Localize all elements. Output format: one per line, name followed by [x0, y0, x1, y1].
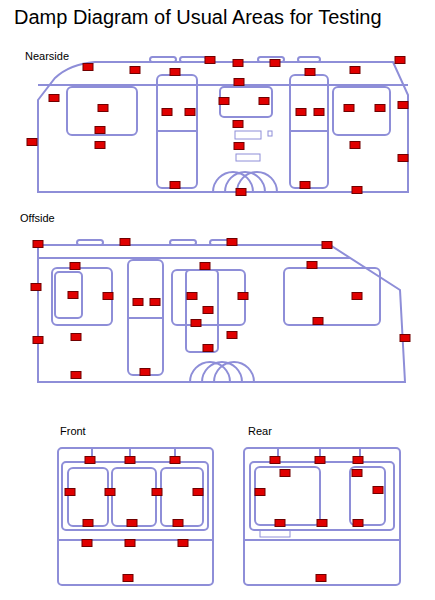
test-point: [127, 520, 137, 527]
test-point: [170, 182, 180, 189]
test-point: [152, 489, 162, 496]
test-point: [27, 139, 37, 146]
test-point: [95, 127, 105, 134]
offside-body: [38, 245, 405, 382]
test-point: [322, 242, 332, 249]
test-point: [398, 155, 408, 162]
test-point: [49, 95, 59, 102]
view-label: Rear: [248, 425, 272, 437]
test-point: [373, 487, 383, 494]
test-point: [191, 320, 201, 327]
test-point: [85, 457, 95, 464]
test-point: [353, 457, 363, 464]
test-point: [130, 67, 140, 74]
test-point: [259, 98, 269, 105]
front-body: [58, 448, 213, 585]
test-point: [234, 79, 244, 86]
test-point: [83, 64, 93, 71]
test-point: [103, 293, 113, 300]
nearside-body: [38, 62, 408, 192]
test-point: [170, 457, 180, 464]
test-point: [238, 293, 248, 300]
test-point: [200, 263, 210, 270]
test-point: [350, 67, 360, 74]
test-point: [314, 109, 324, 116]
diagram-title: Damp Diagram of Usual Areas for Testing: [14, 6, 382, 29]
test-point: [300, 182, 310, 189]
test-point: [173, 520, 183, 527]
test-point: [71, 334, 81, 341]
test-point: [133, 299, 143, 306]
test-point: [270, 457, 280, 464]
test-point: [150, 299, 160, 306]
test-point: [83, 520, 93, 527]
test-point: [193, 489, 203, 496]
test-point: [352, 293, 362, 300]
test-point: [400, 335, 410, 342]
test-point: [187, 293, 197, 300]
test-point: [98, 105, 108, 112]
test-point: [31, 284, 41, 291]
test-point: [317, 520, 327, 527]
test-point: [344, 105, 354, 112]
test-point: [33, 241, 43, 248]
test-point: [178, 540, 188, 547]
test-point: [123, 575, 133, 582]
test-point: [353, 520, 363, 527]
test-point: [125, 540, 135, 547]
test-point: [33, 337, 43, 344]
view-label: Front: [60, 425, 86, 437]
view-label: Offside: [20, 212, 55, 224]
test-point: [205, 57, 215, 64]
test-point: [255, 489, 265, 496]
test-point: [68, 292, 78, 299]
test-point: [352, 470, 362, 477]
test-point: [65, 489, 75, 496]
test-point: [70, 263, 80, 270]
test-point: [227, 239, 237, 246]
test-point: [203, 345, 213, 352]
test-point: [350, 142, 360, 149]
test-point: [398, 102, 408, 109]
rear-body: [244, 448, 400, 585]
test-point: [71, 372, 81, 379]
test-point: [233, 121, 243, 128]
test-point: [316, 575, 326, 582]
test-point: [203, 307, 213, 314]
test-point: [305, 69, 315, 76]
test-point: [105, 489, 115, 496]
test-point: [219, 98, 229, 105]
test-point: [125, 457, 135, 464]
test-point: [313, 318, 323, 325]
test-point: [307, 262, 317, 269]
test-point: [395, 57, 405, 64]
test-point: [315, 457, 325, 464]
test-point: [270, 60, 280, 67]
test-point: [227, 332, 237, 339]
test-point: [275, 520, 285, 527]
test-point: [375, 105, 385, 112]
test-point: [296, 109, 306, 116]
test-point: [162, 109, 172, 116]
test-point: [185, 109, 195, 116]
test-point: [280, 470, 290, 477]
test-point: [82, 540, 92, 547]
test-point: [233, 60, 243, 67]
test-point: [352, 187, 362, 194]
test-point: [170, 69, 180, 76]
view-label: Nearside: [25, 50, 69, 62]
test-point: [120, 239, 130, 246]
test-point: [140, 369, 150, 376]
test-point: [95, 142, 105, 149]
test-point: [234, 143, 244, 150]
test-point: [236, 189, 246, 196]
